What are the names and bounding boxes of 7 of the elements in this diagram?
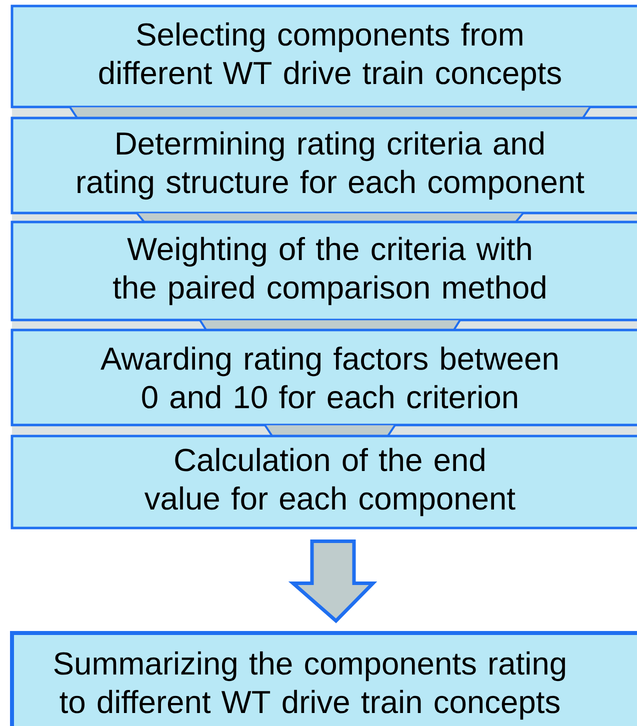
process-box: Selecting components from different WT drive train concepts [10,4,637,108]
process-box: Summarizing the components rating to different WT drive train concepts [10,631,637,726]
process-box: Determining rating criteria and rating structure for each component [10,116,637,214]
process-box: Weighting of the criteria with the paired comparison method [10,220,637,322]
process-box: Awarding rating factors between 0 and 10 for each criterion [10,328,637,426]
process-box: Calculation of the end value for each component [10,434,637,530]
block-arrow [288,539,378,624]
